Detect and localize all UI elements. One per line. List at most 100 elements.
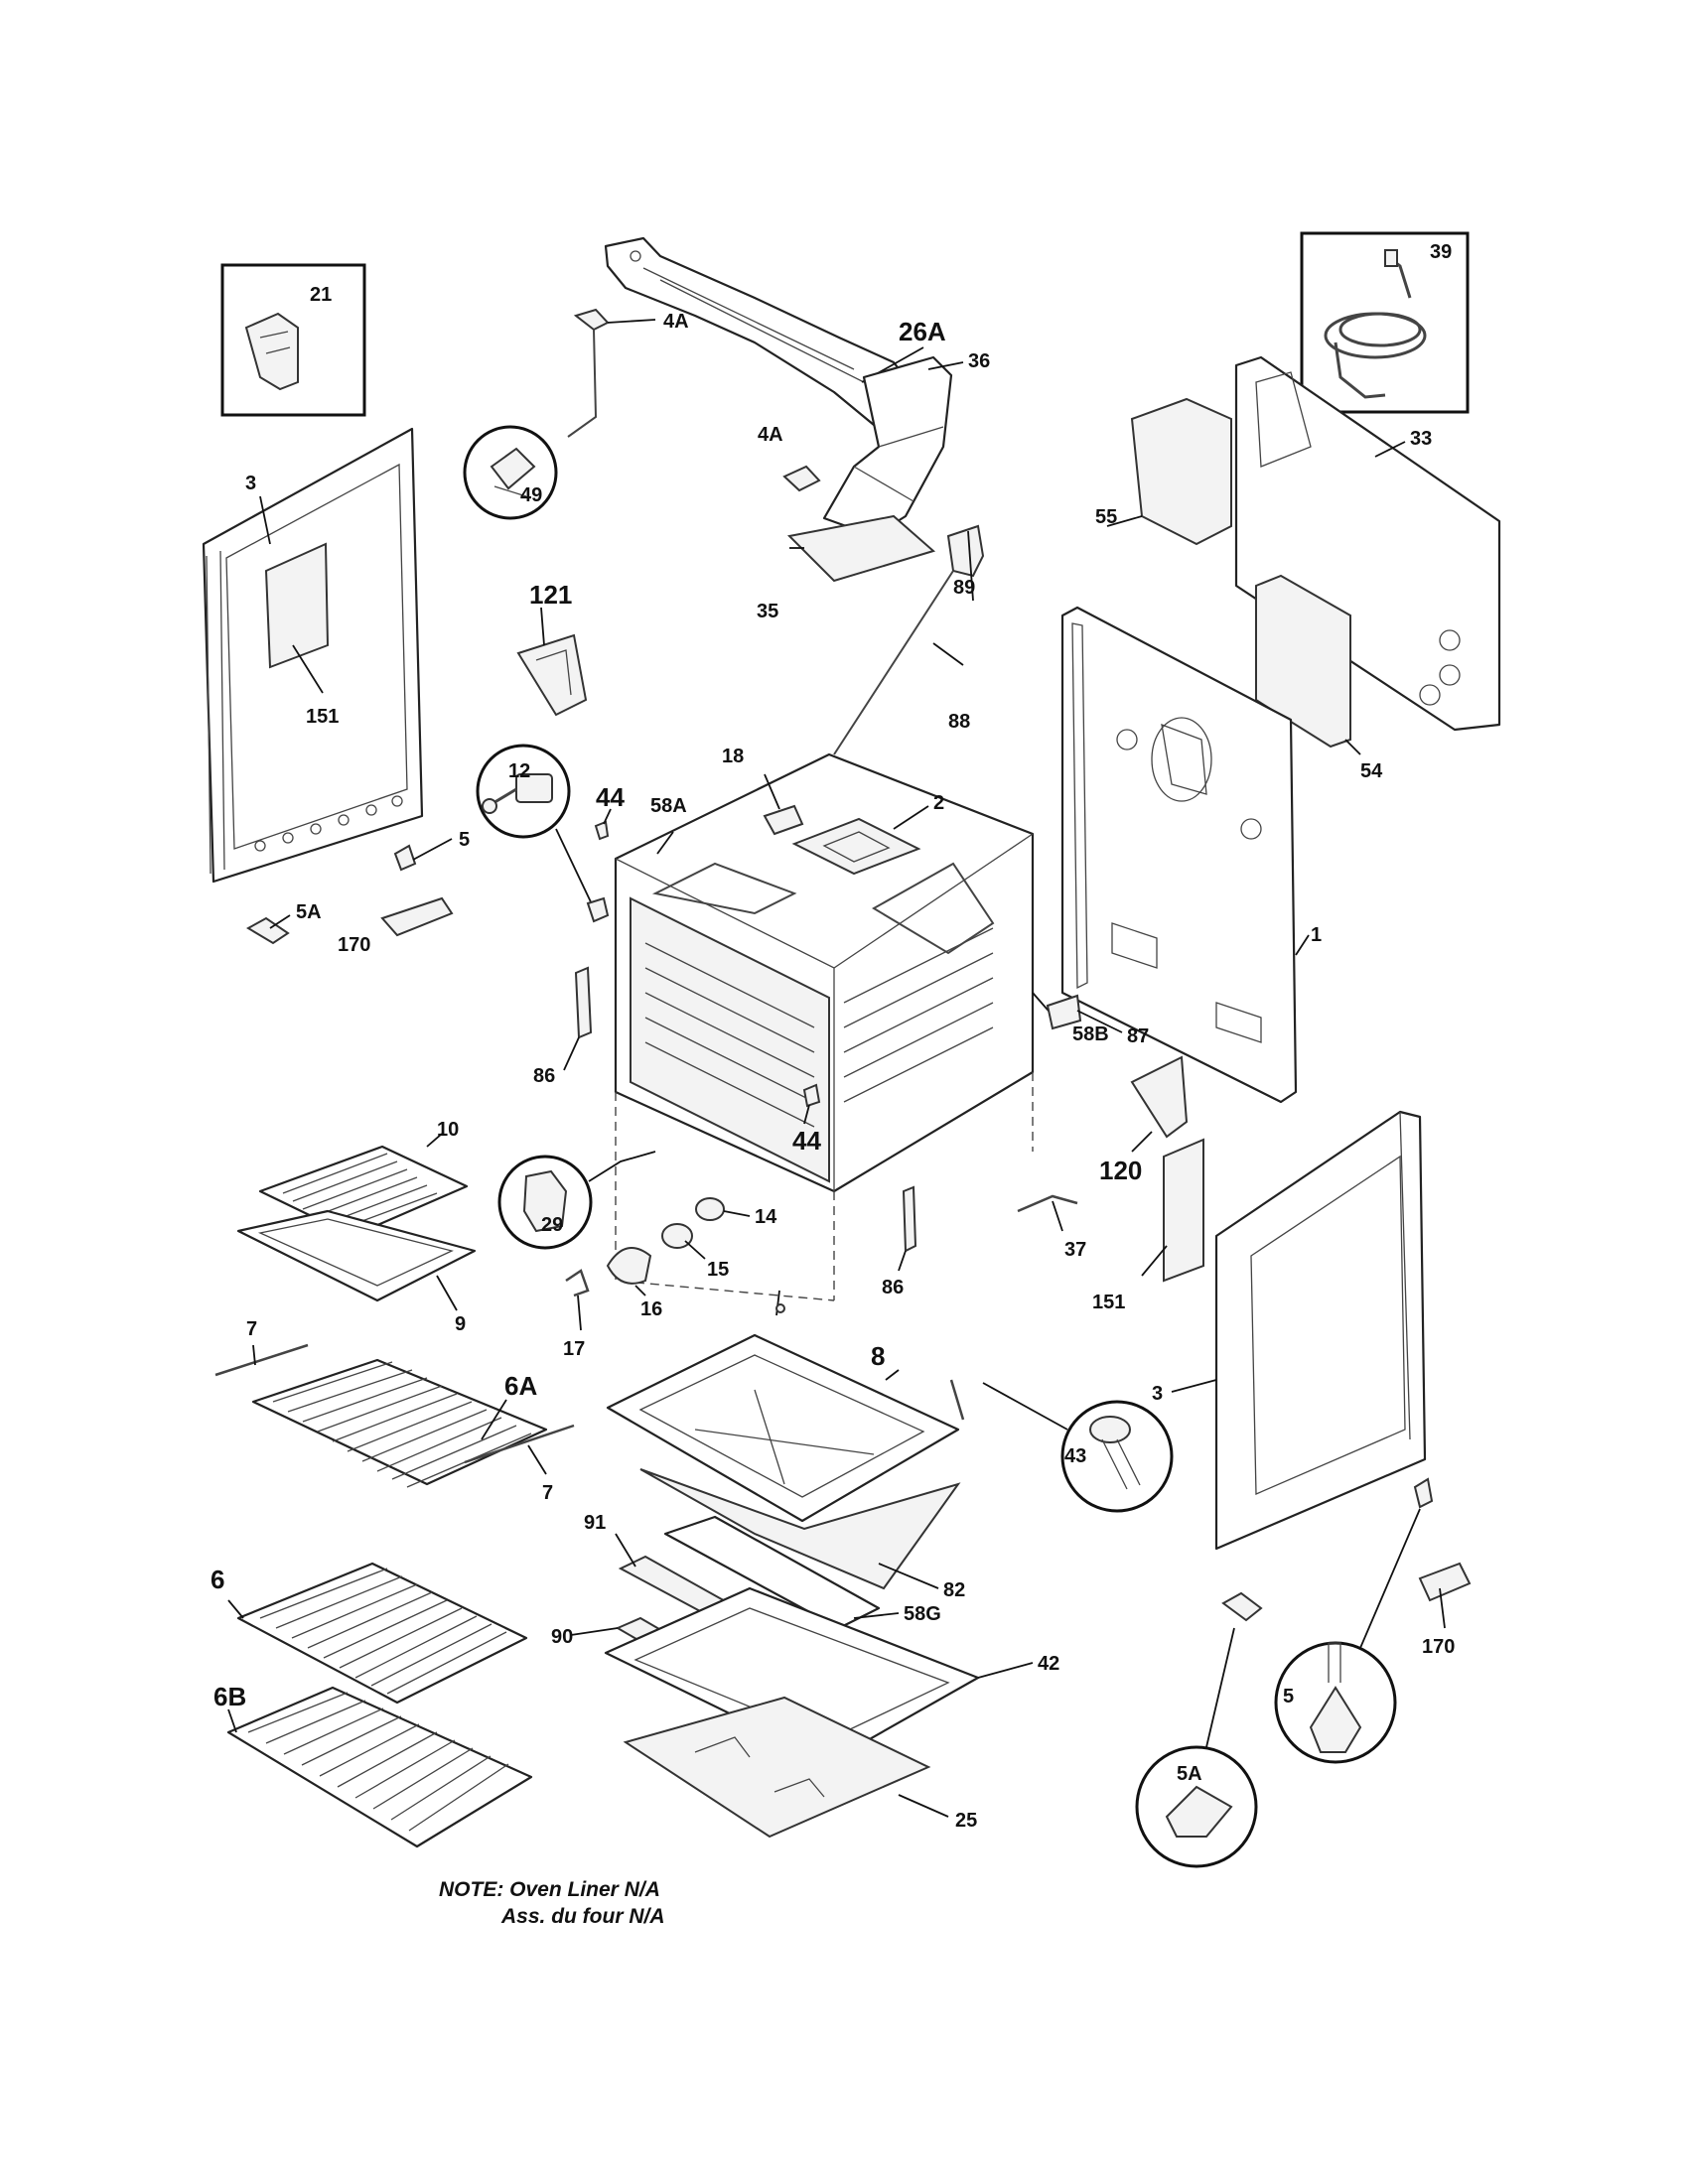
callout-49: 49 bbox=[520, 484, 542, 506]
callout-7-bottom: 7 bbox=[542, 1482, 553, 1504]
note-line-2: Ass. du four N/A bbox=[500, 1905, 665, 1928]
detail-49-circle: 49 bbox=[463, 425, 558, 520]
callout-58B: 58B bbox=[1072, 1024, 1109, 1045]
part-58A-oven-cavity: 58A 58B bbox=[614, 752, 1109, 1301]
part-58G-element: 58G bbox=[663, 1515, 941, 1630]
callout-8: 8 bbox=[871, 1341, 885, 1371]
callout-12: 12 bbox=[508, 760, 530, 782]
part-54-panel: 54 bbox=[1255, 574, 1383, 782]
detail-12-circle: 12 bbox=[476, 744, 610, 923]
part-33-back-cover: 33 bbox=[1234, 355, 1501, 732]
part-170-right-clip: 170 bbox=[1418, 1562, 1472, 1658]
part-55-panel: 55 bbox=[1095, 397, 1232, 546]
part-170-left-clip: 170 bbox=[338, 896, 454, 956]
callout-2: 2 bbox=[933, 792, 944, 814]
part-82-drawer-rail: 82 bbox=[639, 1468, 965, 1601]
detail-29-circle: 29 bbox=[497, 1151, 656, 1250]
part-120-bracket: 120 bbox=[1099, 1055, 1189, 1185]
part-86-left-hinge: 86 bbox=[533, 966, 593, 1087]
callout-88: 88 bbox=[948, 711, 970, 733]
callout-10: 10 bbox=[437, 1119, 459, 1141]
part-17-clip: 17 bbox=[563, 1269, 590, 1360]
callout-37: 37 bbox=[1064, 1239, 1086, 1261]
part-3-left-side-panel: 3 151 bbox=[202, 427, 424, 884]
callout-58A: 58A bbox=[650, 795, 687, 817]
callout-58G: 58G bbox=[904, 1603, 941, 1625]
callout-86-right: 86 bbox=[882, 1277, 904, 1298]
callout-26A: 26A bbox=[899, 317, 946, 346]
part-87-bracket: 87 bbox=[1046, 994, 1149, 1047]
callout-39: 39 bbox=[1430, 241, 1452, 263]
callout-151-right: 151 bbox=[1092, 1292, 1125, 1313]
callout-121: 121 bbox=[529, 580, 572, 610]
part-1-rear-panel: 1 bbox=[1060, 606, 1322, 1104]
part-6-oven-rack: 6 bbox=[211, 1562, 528, 1705]
callout-4A-mid: 4A bbox=[758, 424, 783, 446]
callout-5-left: 5 bbox=[459, 829, 470, 851]
callout-21: 21 bbox=[310, 284, 332, 306]
part-35-gasket: 35 bbox=[757, 514, 936, 622]
part-37-sensor-wire: 37 bbox=[1017, 1194, 1086, 1261]
callout-5A-right: 5A bbox=[1177, 1763, 1202, 1785]
oven-liner-note: NOTE: Oven Liner N/A Ass. du four N/A bbox=[439, 1878, 665, 1928]
part-16-lens: 16 bbox=[606, 1247, 662, 1320]
part-5A-right-bracket: 5A bbox=[1135, 1591, 1263, 1868]
part-121-bracket: 121 bbox=[516, 580, 588, 717]
callout-86-left: 86 bbox=[533, 1065, 555, 1087]
part-5A-left-bracket: 5A bbox=[246, 901, 322, 945]
callout-7-top: 7 bbox=[246, 1318, 257, 1340]
part-4A-top: 4A bbox=[567, 308, 689, 438]
part-7-rack-support-top: 7 bbox=[214, 1318, 309, 1377]
part-44-mid: 44 bbox=[792, 1083, 821, 1156]
part-6B-oven-rack: 6B bbox=[213, 1682, 533, 1848]
part-9-broil-pan: 9 bbox=[236, 1209, 477, 1335]
part-89-sensor: 89 88 bbox=[833, 524, 985, 755]
callout-36: 36 bbox=[968, 350, 990, 372]
part-151-right-insulation: 151 bbox=[1092, 1138, 1204, 1313]
callout-3-left: 3 bbox=[245, 473, 256, 494]
callout-43: 43 bbox=[1064, 1445, 1086, 1467]
detail-43-circle: 43 bbox=[949, 1379, 1174, 1513]
callout-170-right: 170 bbox=[1422, 1636, 1455, 1658]
callout-82: 82 bbox=[943, 1579, 965, 1601]
callout-54: 54 bbox=[1360, 760, 1383, 782]
part-15-bulb: 15 bbox=[661, 1223, 729, 1281]
callout-33: 33 bbox=[1410, 428, 1432, 450]
part-5-left-leveler: 5 bbox=[393, 829, 470, 872]
callout-55: 55 bbox=[1095, 506, 1117, 528]
callout-44-top: 44 bbox=[596, 782, 625, 812]
callout-90: 90 bbox=[551, 1626, 573, 1648]
note-line-1: NOTE: Oven Liner N/A bbox=[439, 1878, 660, 1901]
callout-5A-left: 5A bbox=[296, 901, 322, 923]
part-8-oven-bottom: 8 bbox=[606, 1290, 960, 1523]
callout-120: 120 bbox=[1099, 1156, 1142, 1185]
callout-42: 42 bbox=[1038, 1653, 1059, 1675]
part-4A-mid: 4A bbox=[758, 424, 821, 492]
part-7-rack-support-bottom: 7 bbox=[464, 1424, 575, 1504]
callout-91: 91 bbox=[584, 1512, 606, 1534]
callout-29: 29 bbox=[541, 1214, 563, 1236]
callout-5-right: 5 bbox=[1283, 1686, 1294, 1707]
part-18-sensor: 18 bbox=[722, 746, 804, 836]
panel-vent-holes bbox=[254, 795, 403, 852]
part-25-bottom-cover: 25 bbox=[623, 1696, 977, 1839]
callout-25: 25 bbox=[955, 1810, 977, 1832]
part-2-vent-plate: 2 bbox=[791, 792, 944, 876]
callout-44-mid: 44 bbox=[792, 1126, 821, 1156]
part-14-socket: 14 bbox=[695, 1197, 777, 1228]
callout-9: 9 bbox=[455, 1313, 466, 1335]
part-86-right-hinge: 86 bbox=[882, 1185, 917, 1298]
part-5-right-leveler: 5 bbox=[1274, 1477, 1434, 1764]
callout-151-left: 151 bbox=[306, 706, 339, 728]
inset-part-39: 39 bbox=[1300, 231, 1470, 414]
callout-4A-top: 4A bbox=[663, 311, 689, 333]
callout-6A: 6A bbox=[504, 1371, 537, 1401]
part-44-top: 44 bbox=[594, 782, 625, 841]
oven-rack-guides bbox=[644, 927, 994, 1128]
callout-16: 16 bbox=[640, 1298, 662, 1320]
part-3-right-side-panel: 3 bbox=[1152, 1110, 1427, 1551]
callout-18: 18 bbox=[722, 746, 744, 767]
callout-15: 15 bbox=[707, 1259, 729, 1281]
inset-part-21: 21 bbox=[220, 263, 366, 417]
